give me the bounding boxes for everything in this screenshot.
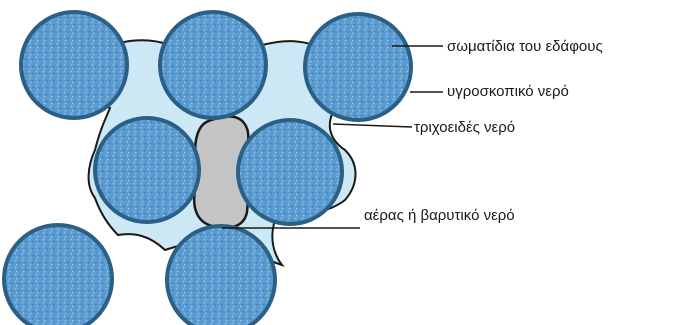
soil-particle [4,225,112,325]
label-air-gravitational-water: αέρας ή βαρυτικό νερό [364,207,515,224]
label-capillary-water: τριχοειδές νερό [414,119,515,136]
soil-particle [95,118,199,222]
soil-particle [238,120,342,224]
soil-particle [167,226,275,325]
soil-particle [21,12,127,118]
leader-capillary-water [333,124,412,127]
soil-particle [160,12,266,118]
label-soil-particles: σωματίδια του εδάφους [447,38,603,55]
soil-particle [305,14,411,120]
label-hygroscopic-water: υγροσκοπικό νερό [447,83,569,100]
